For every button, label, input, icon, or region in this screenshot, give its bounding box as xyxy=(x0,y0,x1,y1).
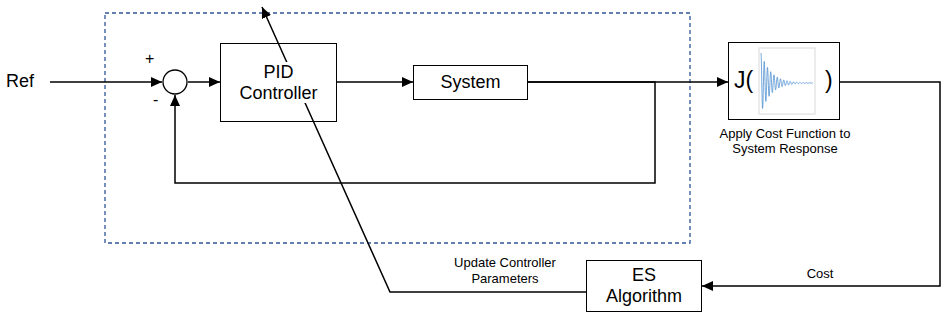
cost-function-box: J()Apply Cost Function to System Respons… xyxy=(728,42,840,120)
summing-junction: +- xyxy=(162,69,188,95)
controller-box: PID Controller xyxy=(220,43,337,122)
signal-connector xyxy=(262,7,586,292)
signal-connector xyxy=(337,81,413,83)
node-text: - xyxy=(153,91,158,109)
node-text: J( xyxy=(734,67,753,93)
loop-boundary xyxy=(105,13,690,243)
node-text: + xyxy=(145,50,154,68)
edge-label: Cost xyxy=(790,266,850,282)
node-text: PID Controller xyxy=(226,62,331,103)
signal-connector xyxy=(188,81,220,83)
cost-caption: Apply Cost Function to System Response xyxy=(709,127,861,157)
junction-circle xyxy=(162,69,188,95)
reference-label: Ref xyxy=(6,71,34,93)
node-text: ) xyxy=(825,67,833,93)
edge-label: Update Controller Parameters xyxy=(430,255,580,286)
es-algorithm-box: ES Algorithm xyxy=(586,260,702,311)
reference-input-line xyxy=(50,81,162,83)
response-plot xyxy=(758,47,816,115)
signal-connector xyxy=(702,82,940,286)
node-text: System xyxy=(439,72,501,93)
node-text: ES Algorithm xyxy=(592,265,696,306)
plant-box: System xyxy=(413,65,528,100)
